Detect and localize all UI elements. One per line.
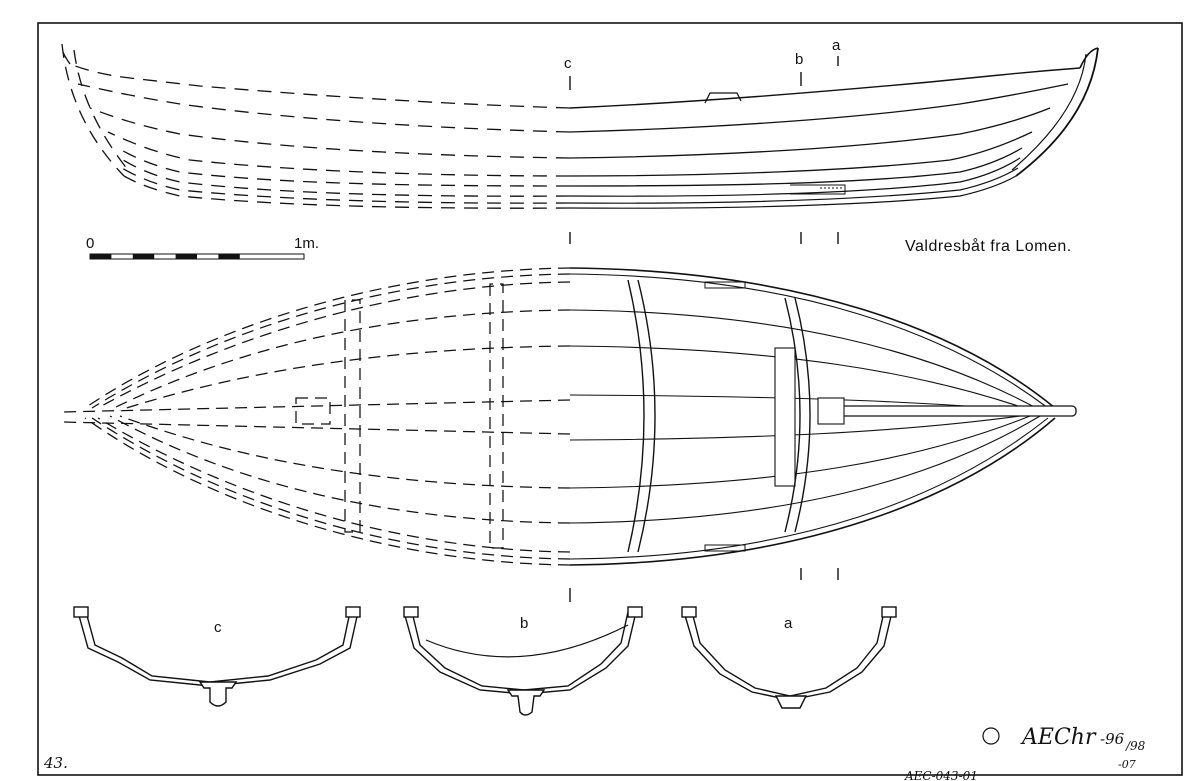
- plan-view: [61, 267, 1077, 602]
- scale-bar-start-label: 0: [86, 235, 94, 252]
- copyright-symbol: ©: [986, 739, 987, 742]
- section-marker-a-top: a: [832, 37, 841, 54]
- cross-section-c: [73, 606, 361, 707]
- drawing-frame: [37, 22, 1183, 776]
- scale-bar-segment: [132, 254, 155, 259]
- scale-bar-segment: [218, 254, 240, 259]
- side-elevation-view: [61, 43, 1099, 244]
- signature: AEChr: [1020, 725, 1097, 750]
- cross-section-a: [681, 606, 897, 709]
- section-marker-b-top: b: [795, 51, 803, 68]
- signature-date-extra: -07: [1118, 758, 1136, 771]
- scale-bar-segments: [90, 254, 240, 259]
- archive-code: AEC-043-01: [904, 769, 978, 781]
- scale-bar-end-label: 1m.: [294, 235, 319, 252]
- scale-bar: 0 1m.: [86, 235, 319, 260]
- cross-section-label-c: c: [214, 619, 222, 636]
- signature-date-fraction: /98: [1125, 739, 1146, 753]
- signature-date: -96: [1100, 730, 1125, 748]
- drawing-title: Valdresbåt fra Lomen.: [905, 237, 1072, 255]
- section-marker-c-top: c: [564, 55, 572, 72]
- plate-number: 43.: [43, 754, 68, 772]
- scale-bar-segment: [90, 254, 112, 259]
- cross-section-label-a: a: [784, 615, 793, 632]
- scale-bar-segment: [175, 254, 197, 259]
- cross-section-label-b: b: [520, 615, 528, 632]
- copyright-circle: [982, 727, 1000, 745]
- cross-section-b: [403, 606, 643, 716]
